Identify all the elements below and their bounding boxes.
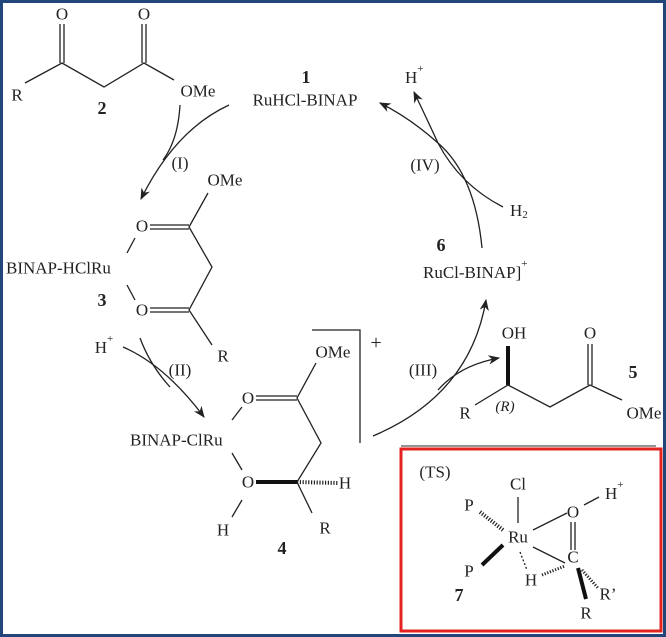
metal-complex: BINAP-HClRu	[6, 259, 111, 278]
proton-entry-curve	[139, 337, 171, 388]
atom-h: H	[339, 474, 351, 493]
atom-o: O	[567, 503, 579, 522]
group-ome: OMe	[627, 404, 662, 423]
atom-r: R	[11, 86, 23, 105]
ts-label: (TS)	[419, 463, 450, 482]
step-iv-arrow	[378, 102, 483, 249]
compound-number: 2	[98, 98, 107, 118]
atom-o: O	[242, 389, 254, 408]
atom-r: R	[580, 604, 592, 623]
step-iii-label: (III)	[409, 361, 437, 380]
step-iv-label: (IV)	[410, 156, 439, 175]
compound-5: OH O R (R) OMe 5	[459, 324, 661, 423]
product-release-arrow	[437, 355, 501, 391]
compound-6-name: RuCl-BINAP]+	[423, 258, 527, 282]
compound-number: 6	[437, 235, 446, 255]
step-iii-arrow	[372, 298, 489, 437]
hydrogen-reagent: H2	[510, 201, 528, 222]
charge-plus: +	[370, 332, 381, 354]
step-i-label: (I)	[172, 154, 189, 173]
atom-r-prime: R’	[600, 585, 617, 604]
step-ii-arrow	[122, 346, 205, 418]
proton-product: H+	[405, 63, 424, 87]
compound-number: 1	[302, 67, 311, 87]
group-ome: OMe	[181, 82, 216, 101]
compound-2: O O R OMe 2	[11, 5, 215, 119]
atom-o: O	[56, 5, 68, 24]
compound-3: O O OMe R BINAP-HClRu 3	[6, 171, 242, 366]
atom-o: O	[242, 473, 254, 492]
atom-c: C	[567, 548, 578, 567]
transition-state-7: (TS) Cl Ru P P O H+ C H R’ R 7	[419, 463, 623, 623]
transition-state-box	[399, 447, 663, 633]
stereo-descriptor: (R)	[495, 399, 514, 415]
atom-h: H	[217, 521, 229, 540]
atom-cl: Cl	[510, 475, 526, 494]
atom-o: O	[136, 301, 148, 320]
atom-r: R	[459, 404, 471, 423]
atom-ru: Ru	[508, 528, 528, 547]
group-oh: OH	[502, 324, 527, 343]
compound-number: 3	[98, 290, 107, 310]
group-ome: OMe	[316, 343, 351, 362]
atom-o: O	[584, 324, 596, 343]
compound-4: O O OMe H H R BINAP-ClRu + 4	[130, 329, 382, 558]
atom-p: P	[464, 496, 473, 515]
step-ii-label: (II)	[169, 361, 192, 380]
substrate-entry-curve	[162, 104, 181, 161]
group-ome: OMe	[208, 171, 243, 190]
compound-number: 4	[278, 538, 287, 558]
compound-number: 5	[629, 362, 638, 382]
atom-r: R	[319, 519, 331, 538]
atom-p: P	[464, 562, 473, 581]
metal-complex: BINAP-ClRu	[130, 431, 223, 450]
atom-h-plus: H+	[605, 479, 624, 503]
atom-o: O	[138, 5, 150, 24]
atom-o: O	[136, 217, 148, 236]
h2-entry-arrow	[413, 90, 504, 208]
proton-reagent: H+	[95, 333, 114, 357]
atom-h: H	[525, 571, 537, 590]
compound-number: 7	[455, 585, 464, 605]
atom-r: R	[217, 347, 229, 366]
step-i-arrow	[140, 104, 230, 201]
compound-1-name: RuHCl-BINAP	[253, 91, 358, 110]
